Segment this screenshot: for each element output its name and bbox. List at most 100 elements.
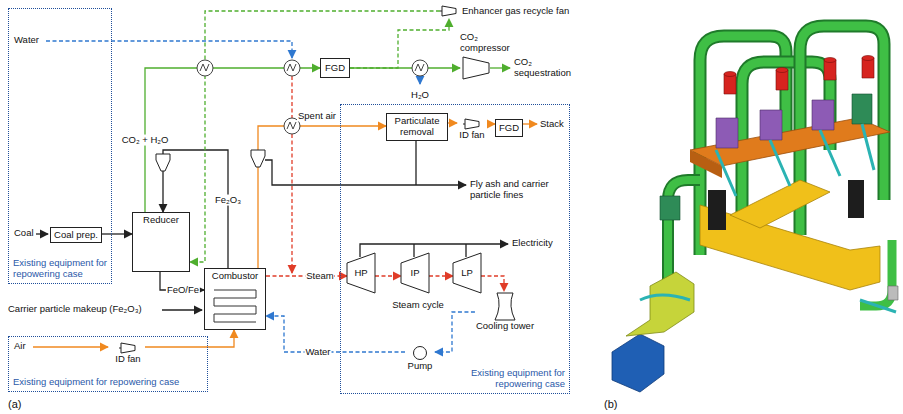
- boiler-illustration: [862, 56, 874, 61]
- boiler-illustration: [626, 272, 694, 336]
- fan-symbol: [463, 118, 481, 130]
- flow-connector: [145, 330, 234, 347]
- stream-label: Air: [14, 341, 26, 352]
- flow-line: [46, 41, 292, 58]
- boiler-illustration: [730, 180, 830, 228]
- compressor-symbol: [462, 56, 490, 80]
- turbine-symbol: IP: [401, 253, 429, 293]
- node-text: Existing equipment for repowering case: [13, 258, 107, 280]
- node-text: FGD: [325, 63, 345, 74]
- boiler-illustration: [824, 58, 836, 63]
- flow-line: [162, 309, 202, 310]
- flow-line: [360, 244, 508, 257]
- boiler-illustration: [824, 60, 836, 80]
- heat-exchanger: [284, 60, 300, 76]
- heat-exchanger-coil: [415, 64, 424, 71]
- flow-connector: [435, 312, 475, 352]
- flow-line: [419, 76, 420, 84]
- flow-line: [265, 160, 466, 185]
- node-text: Pump: [408, 361, 433, 372]
- process-box: FGD: [320, 58, 350, 78]
- stream-label: Steam cycle: [392, 300, 444, 311]
- boiler-illustration: [760, 110, 782, 140]
- turbine-symbol: [401, 253, 429, 293]
- flow-line: [291, 76, 292, 118]
- node-text: Combustor: [212, 271, 258, 282]
- reactor-vessel: Reducer: [132, 212, 190, 272]
- stream-label: Electricity: [512, 238, 553, 249]
- flow-line: [36, 233, 48, 234]
- boiler-illustration: [716, 118, 738, 148]
- process-box: Coal prep.: [50, 227, 102, 243]
- flow-label: Spent air: [297, 111, 337, 122]
- panel-label: (b): [604, 398, 617, 411]
- stream-label: Water: [14, 35, 39, 46]
- node-text: ID fan: [459, 130, 484, 141]
- repowering-region: Existing equipment for repowering casePa…: [340, 104, 570, 394]
- flow-connector: [258, 126, 386, 268]
- process-box: Particulate removal: [386, 113, 448, 141]
- flow-connector: [102, 233, 132, 234]
- flow-label: Fe₂O₃: [214, 195, 242, 206]
- node-text: Coal prep.: [54, 230, 98, 241]
- flow-connector: [145, 68, 320, 212]
- process-box: FGD: [495, 119, 523, 137]
- cooling-tower-symbol: [495, 293, 515, 320]
- flow-label: Steam: [305, 271, 334, 282]
- heat-exchanger-coil: [200, 64, 209, 71]
- node-text: Existing equipment for repowering case: [13, 377, 179, 388]
- boiler-illustration: [888, 286, 898, 300]
- panel-label: (a): [8, 398, 21, 411]
- compressor-symbol: [463, 57, 489, 79]
- repowering-region: Existing equipment for repowering case Co…: [8, 8, 112, 284]
- flow-label: FeO/Fe: [166, 285, 200, 296]
- flow-line: [33, 41, 537, 347]
- fan-symbol: [440, 6, 456, 16]
- heat-exchanger-coil: [287, 64, 296, 71]
- boiler-illustration: [716, 124, 874, 196]
- fan-symbol: ID fan: [111, 342, 145, 370]
- stream-label: Coal: [14, 228, 34, 239]
- boiler-illustration: [660, 196, 680, 220]
- node-text: IP: [411, 268, 420, 279]
- node-text: HP: [354, 268, 367, 279]
- fan-symbol: [119, 343, 135, 353]
- turbine-symbol: [453, 253, 481, 293]
- combustor-coil: [214, 290, 256, 322]
- boiler-illustration: [776, 70, 788, 90]
- turbine-symbol: HP: [347, 253, 375, 293]
- node-text: FGD: [499, 123, 519, 134]
- flow-line: [490, 67, 510, 68]
- node-text: ID fan: [115, 354, 140, 365]
- stream-label: Fly ash and carrier particle fines: [470, 179, 568, 201]
- flow-connector: [448, 122, 457, 123]
- turbine-symbol: [347, 253, 375, 293]
- fan-symbol: [463, 119, 479, 129]
- compressor-symbol: CO₂ compressor: [460, 32, 514, 82]
- flow-connector: [163, 150, 228, 268]
- boiler-illustration: [862, 58, 874, 78]
- cyclone-separator: [251, 150, 265, 167]
- node-text: CO₂ compressor: [460, 32, 512, 54]
- pump-symbol: [414, 347, 427, 360]
- cyclone-separator: [156, 150, 265, 171]
- repowering-region: Existing equipment for repowering case ID…: [8, 336, 208, 392]
- boiler-illustration: [612, 26, 898, 392]
- fan-symbol: [119, 342, 137, 354]
- boiler-illustration: [708, 190, 726, 230]
- turbine-symbol: LP: [453, 253, 481, 293]
- flow-connector: [429, 275, 453, 276]
- node-text: Particulate removal: [390, 116, 444, 138]
- heat-exchanger: [412, 60, 428, 76]
- boiler-illustration: [724, 56, 874, 95]
- stream-label: H₂O: [411, 90, 429, 101]
- boiler-illustration: [852, 94, 872, 124]
- flow-line: [291, 134, 292, 273]
- flow-label: CO₂ + H₂O: [121, 135, 170, 146]
- flow-connector: [350, 19, 449, 68]
- pump-symbol: [412, 345, 428, 361]
- node-text: Cooling tower: [476, 321, 534, 332]
- cooling-tower-symbol: Cooling tower: [475, 291, 535, 341]
- flow-connector: [375, 275, 401, 276]
